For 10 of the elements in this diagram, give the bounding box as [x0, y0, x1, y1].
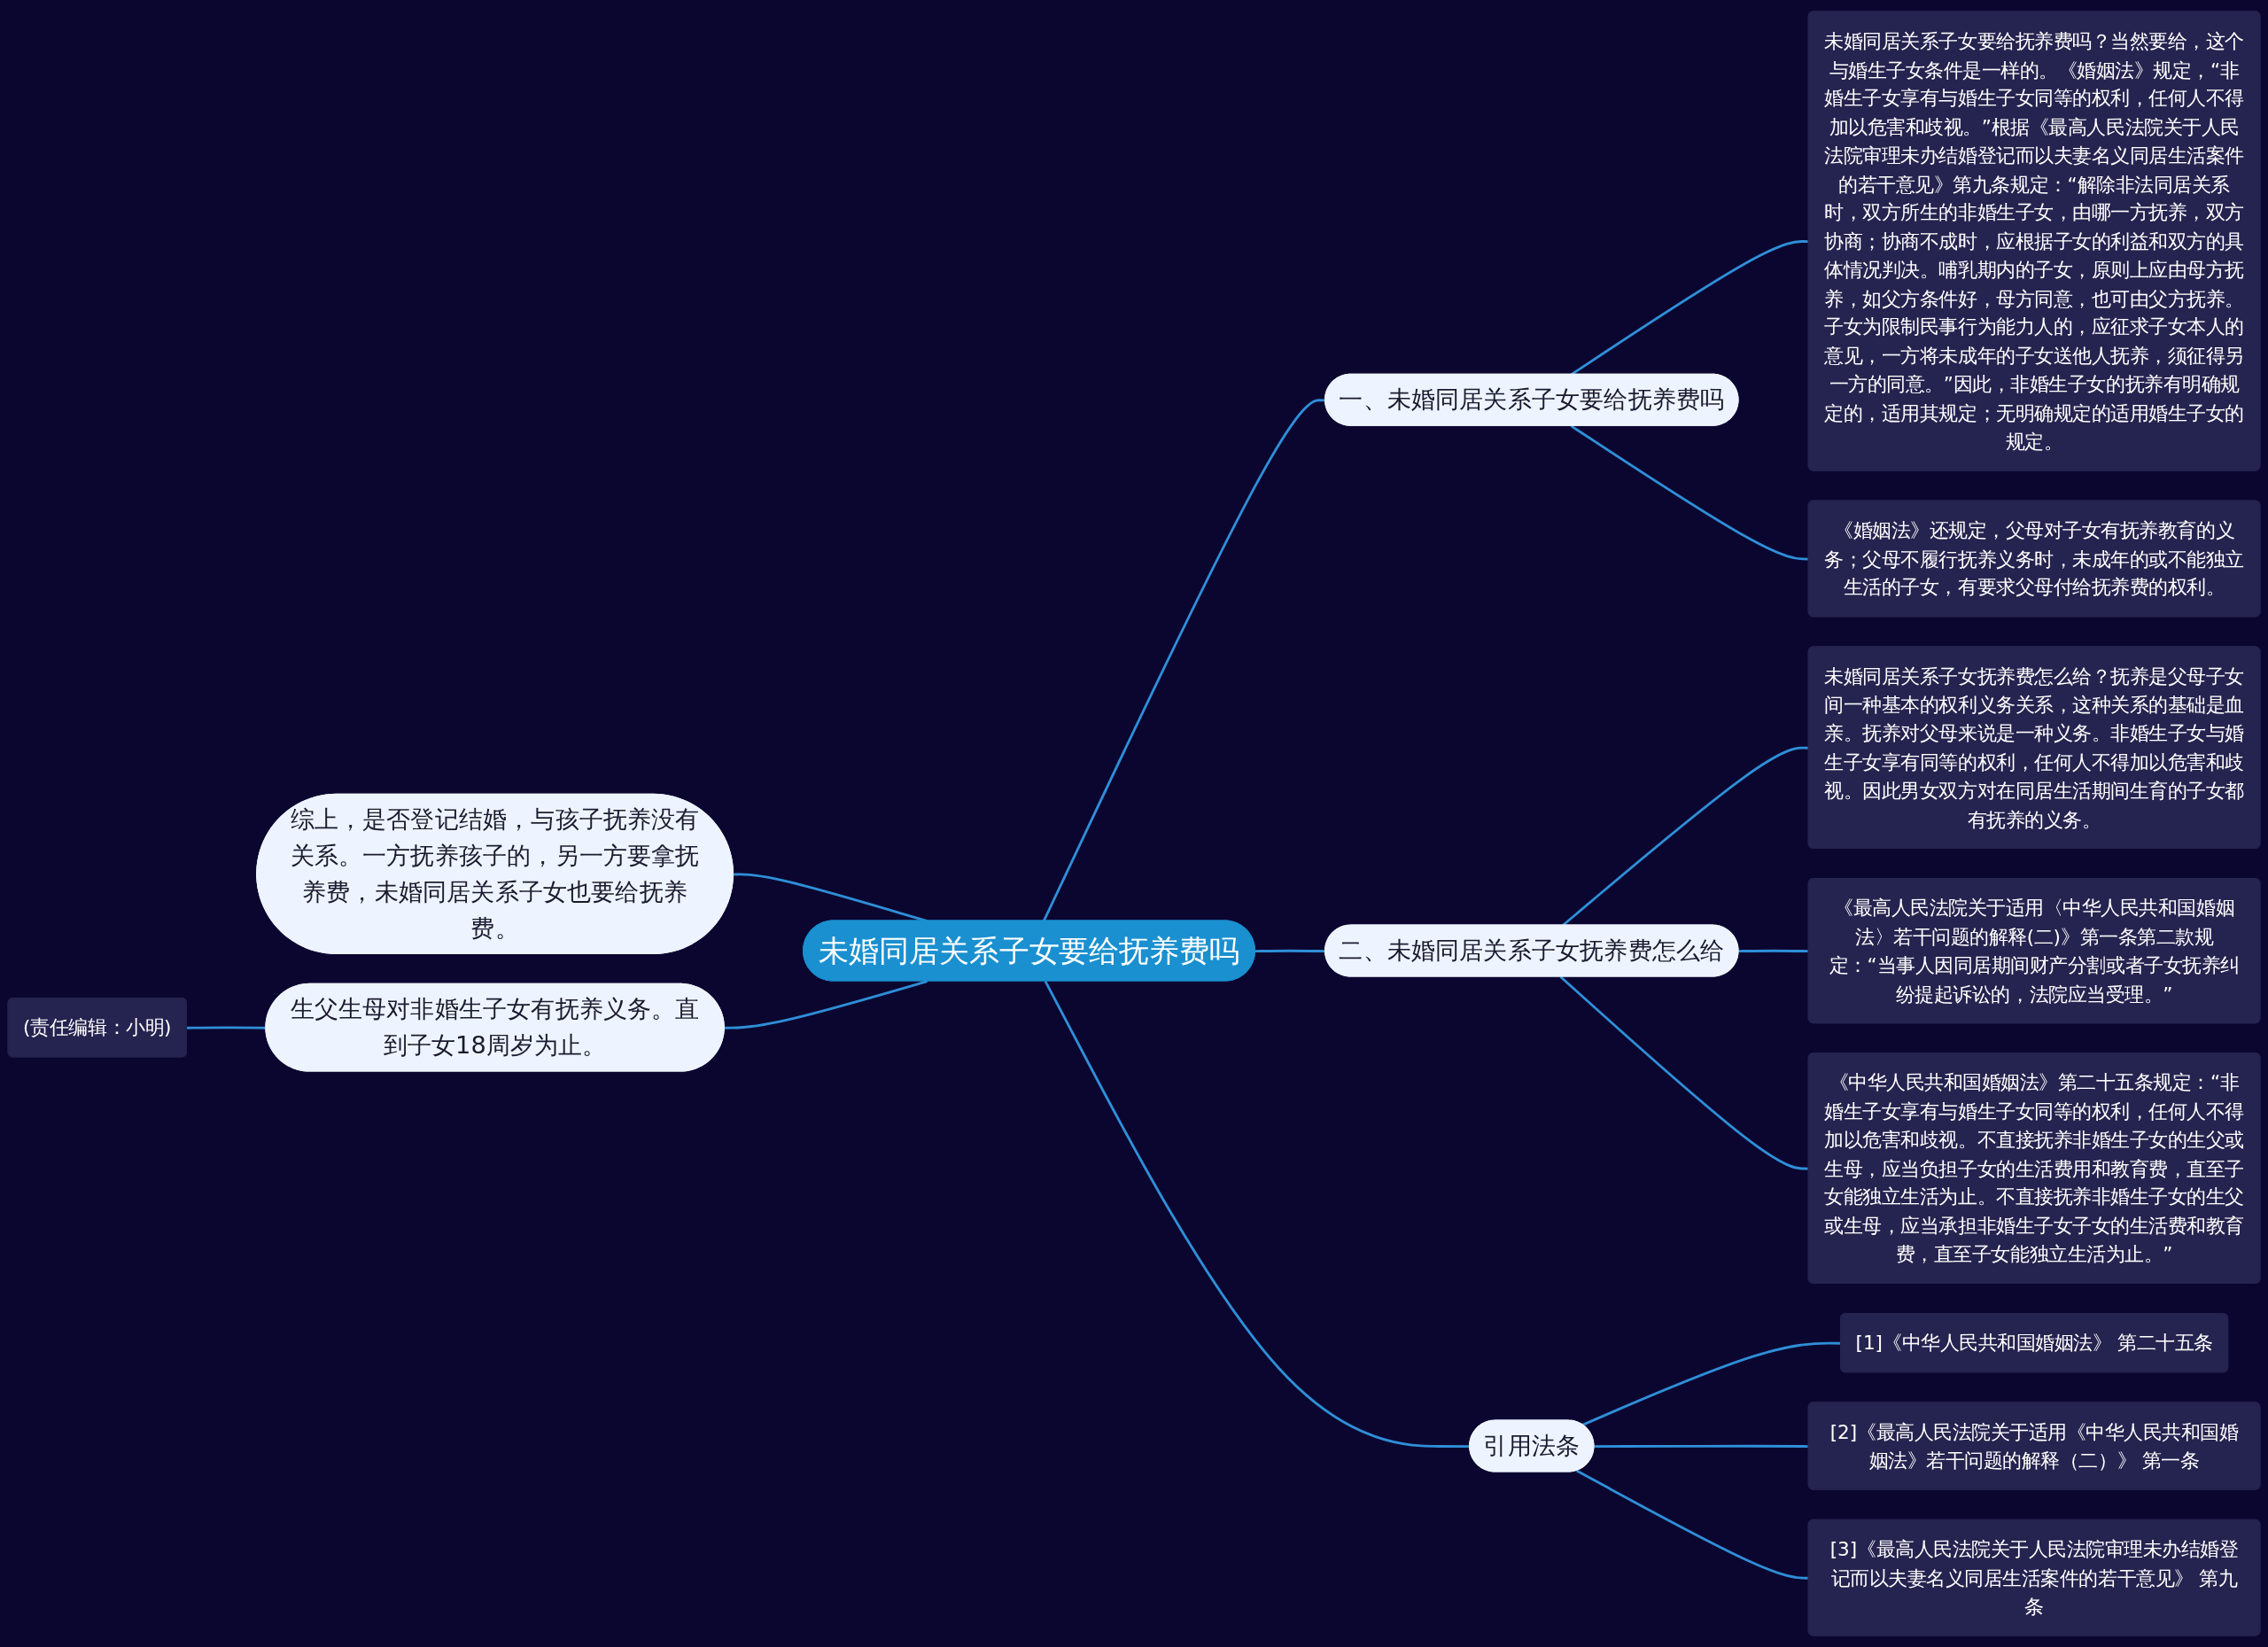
- connector: [1576, 1469, 1809, 1580]
- connector: [1570, 424, 1809, 561]
- connector: [1738, 949, 1809, 953]
- connector: [187, 1026, 267, 1029]
- connector: [724, 980, 928, 1029]
- connector: [1594, 1444, 1809, 1448]
- connector: [1559, 975, 1809, 1170]
- connector: [1561, 746, 1809, 927]
- connector: [733, 873, 928, 922]
- connector: [1042, 399, 1326, 922]
